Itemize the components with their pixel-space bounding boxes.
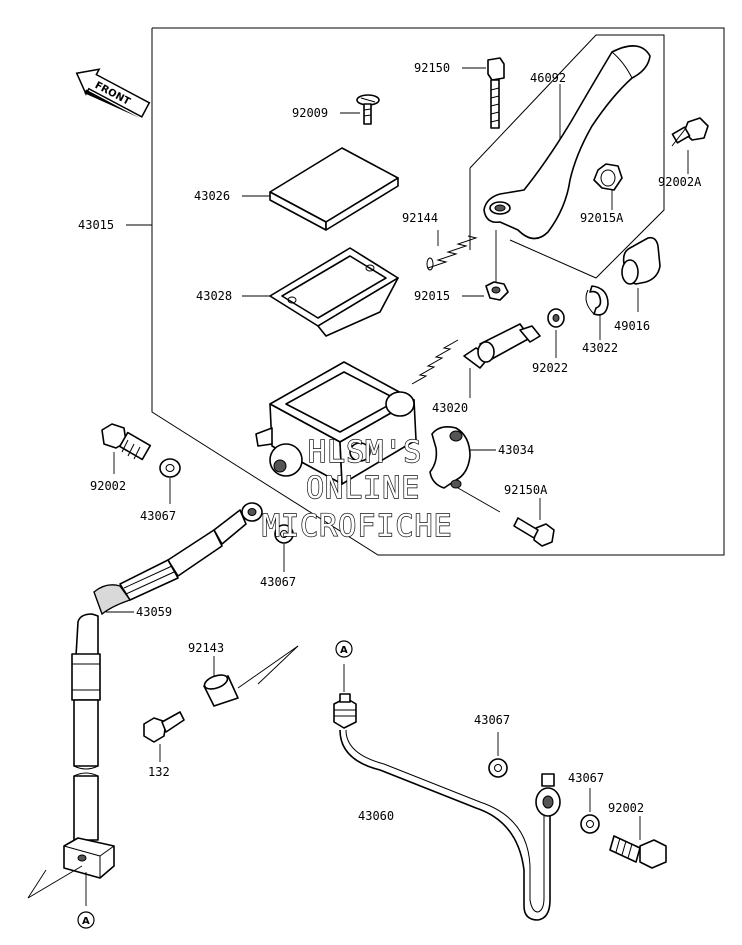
label-43022: 43022 xyxy=(582,341,618,355)
circlip-43022 xyxy=(585,285,609,316)
screw-92009 xyxy=(356,94,380,125)
diaphragm-43028 xyxy=(269,247,399,337)
leader-92143-c xyxy=(257,645,299,685)
sleeve-92143 xyxy=(203,674,239,707)
leader-92143-b xyxy=(237,645,299,689)
label-43067-b: 43067 xyxy=(260,575,296,589)
ref-mark-top-label: A xyxy=(340,645,348,656)
label-43059: 43059 xyxy=(136,605,172,619)
banjo-bolt-92002-bottom xyxy=(609,835,667,869)
label-43028: 43028 xyxy=(196,289,232,303)
label-43026: 43026 xyxy=(194,189,230,203)
watermark-line1: HLSM'S xyxy=(308,435,422,470)
label-43034: 43034 xyxy=(498,443,534,457)
washer-43067-a xyxy=(159,458,181,478)
holder-43034 xyxy=(429,426,471,489)
boot-49016 xyxy=(621,236,661,285)
label-132: 132 xyxy=(148,765,170,779)
bolt-92150A xyxy=(513,517,555,547)
label-92150: 92150 xyxy=(414,61,450,75)
bolt-92150 xyxy=(487,57,505,129)
assembly-boundary xyxy=(151,27,725,556)
banjo-bolt-92002-top xyxy=(101,423,152,461)
label-43015: 43015 xyxy=(78,218,114,232)
label-49016: 49016 xyxy=(614,319,650,333)
leader-lower-left-c xyxy=(27,869,47,899)
label-92143: 92143 xyxy=(188,641,224,655)
label-43060: 43060 xyxy=(358,809,394,823)
washer-43067-c xyxy=(488,758,508,778)
watermark-line3: MICROFICHE xyxy=(262,509,453,544)
label-92002-top: 92002 xyxy=(90,479,126,493)
label-43067-c: 43067 xyxy=(474,713,510,727)
washer-43067-d xyxy=(580,814,600,834)
hose-43059 xyxy=(63,502,263,879)
washer-92022 xyxy=(547,308,565,328)
label-92150A: 92150A xyxy=(504,483,548,497)
label-46092: 46092 xyxy=(530,71,566,85)
nut-92015 xyxy=(485,281,509,301)
piston-43020 xyxy=(411,323,541,385)
watermark-line2: ONLINE xyxy=(306,471,420,506)
bolt-92002A xyxy=(671,117,709,147)
label-92144: 92144 xyxy=(402,211,438,225)
label-92002-bottom: 92002 xyxy=(608,801,644,815)
label-43067-a: 43067 xyxy=(140,509,176,523)
lever-group-frame xyxy=(469,34,665,279)
label-92002A: 92002A xyxy=(658,175,702,189)
pipe-43060 xyxy=(333,693,561,921)
ref-mark-bottom-label: A xyxy=(82,916,90,927)
ref-mark-bottom: A xyxy=(77,911,95,929)
label-92022: 92022 xyxy=(532,361,568,375)
label-43020: 43020 xyxy=(432,401,468,415)
washer-43067-b xyxy=(274,524,294,544)
label-92009: 92009 xyxy=(292,106,328,120)
label-43067-d: 43067 xyxy=(568,771,604,785)
leader-92150A-b xyxy=(457,487,501,513)
leader-lower-left-a xyxy=(27,865,83,899)
spring-92144 xyxy=(426,235,478,271)
nut-92015A xyxy=(593,163,623,191)
label-92015A: 92015A xyxy=(580,211,624,225)
cover-43026 xyxy=(269,147,399,231)
master-cylinder-body xyxy=(255,361,417,485)
ref-mark-top: A xyxy=(335,640,353,658)
bolt-132 xyxy=(143,711,185,743)
label-92015: 92015 xyxy=(414,289,450,303)
lever-46092 xyxy=(483,45,651,240)
front-arrow-icon: FRONT xyxy=(75,68,151,118)
